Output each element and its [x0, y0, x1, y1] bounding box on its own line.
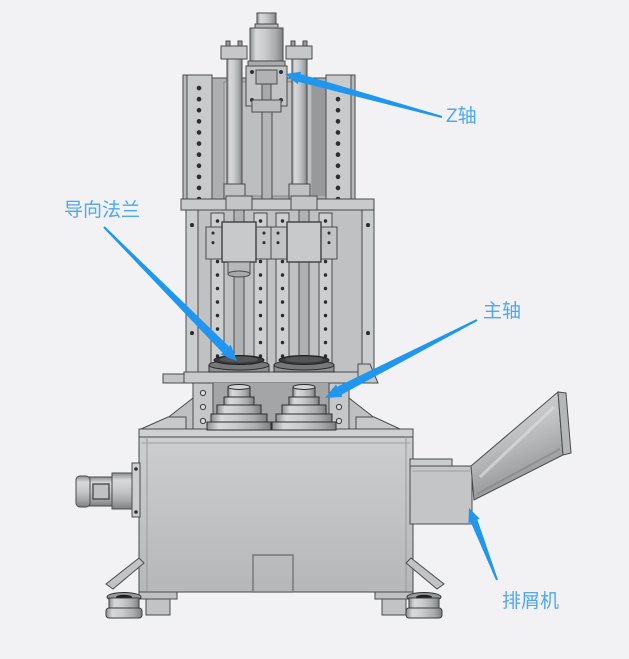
arrow-z-axis	[285, 71, 443, 118]
arrow-chip-conveyor	[468, 508, 498, 581]
guide-flange-left	[208, 355, 270, 373]
spindle-right	[271, 384, 337, 431]
base-box	[105, 436, 445, 616]
side-shaft	[75, 462, 141, 518]
z-axis-motor	[245, 12, 288, 113]
label-guide-flange: 导向法兰	[64, 200, 141, 221]
label-spindle: 主轴	[483, 301, 522, 322]
label-z-axis: Z轴	[446, 106, 477, 127]
ballscrew-unit-right	[270, 209, 338, 371]
guide-flange-right	[273, 355, 335, 373]
base-brace-right	[405, 557, 445, 590]
arrow-guide-flange	[103, 226, 237, 361]
mid-frame	[162, 195, 379, 384]
base-access-panel	[252, 554, 294, 593]
guide-flanges	[208, 355, 335, 373]
chip-conveyor	[409, 390, 572, 525]
label-chip-conveyor: 排屑机	[502, 591, 560, 612]
machine-drawing	[75, 12, 572, 619]
foot-right	[405, 592, 443, 619]
ballscrew-unit-left	[205, 209, 273, 371]
arrow-spindle	[325, 319, 478, 398]
foot-left	[105, 592, 143, 619]
leveling-feet	[105, 592, 443, 619]
base-brace-left	[105, 557, 145, 590]
spindle-left	[206, 384, 272, 431]
chip-conveyor-funnel	[470, 390, 572, 501]
annotation-arrows	[103, 71, 498, 581]
